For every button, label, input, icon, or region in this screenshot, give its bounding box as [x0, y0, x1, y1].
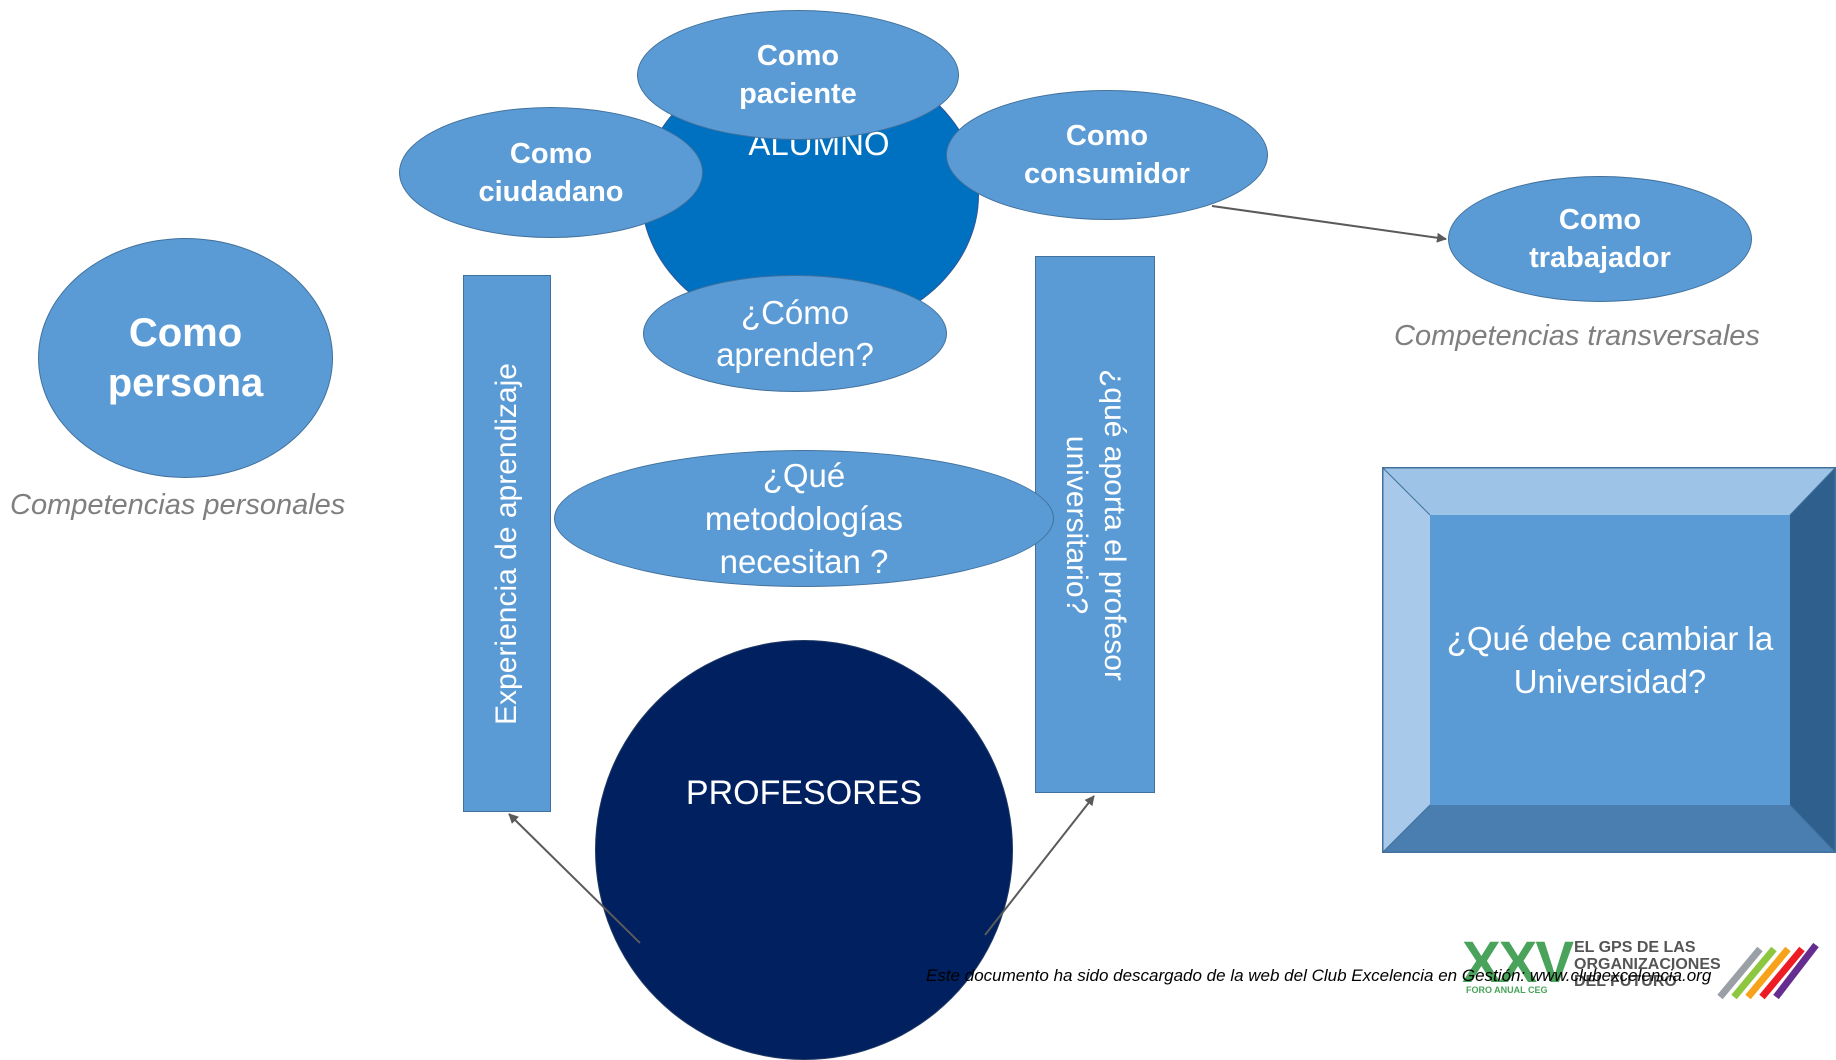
que-metodologias-label: ¿Qué metodologías necesitan ?	[704, 457, 904, 580]
oval-como-ciudadano: Como ciudadano	[399, 107, 703, 238]
oval-que-metodologias: ¿Qué metodologías necesitan ?	[554, 450, 1054, 587]
oval-como-aprenden: ¿Cómo aprenden?	[643, 275, 947, 392]
logo-sub: FORO ANUAL CEG	[1466, 985, 1548, 995]
como-ciudadano-label: Como ciudadano	[478, 137, 624, 208]
como-trabajador-label: Como trabajador	[1529, 204, 1671, 274]
profesores-circle: PROFESORES	[595, 640, 1013, 1060]
logo-numeral: XXV	[1462, 930, 1574, 995]
como-aprenden-label: ¿Cómo aprenden?	[716, 293, 874, 373]
oval-como-consumidor: Como consumidor	[946, 90, 1268, 220]
que-debe-cambiar-label: ¿Qué debe cambiar la Universidad?	[1446, 620, 1774, 700]
como-paciente-label: Como paciente	[739, 40, 857, 110]
footer-logo: XXV EL GPS DE LAS ORGANIZACIONES DEL FUT…	[1462, 930, 1832, 1001]
bevel-box-que-debe-cambiar: ¿Qué debe cambiar la Universidad?	[1382, 467, 1836, 853]
arrow-profesores-to-que-aporta	[984, 795, 1095, 936]
profesores-label: PROFESORES	[685, 773, 923, 812]
caption-competencias-transversales: Competencias transversales	[1394, 320, 1760, 352]
bevel-frame	[1382, 467, 1836, 853]
box-experiencia-aprendizaje: Experiencia de aprendizaje	[463, 275, 551, 812]
arrow-profesores-to-experiencia	[508, 813, 641, 944]
como-consumidor-label: Como consumidor	[1024, 120, 1190, 190]
arrow-consumidor-to-trabajador	[1211, 205, 1447, 243]
oval-como-paciente: Como paciente	[637, 10, 959, 140]
logo-stripes	[1717, 942, 1819, 1000]
como-persona-label: Como persona	[107, 311, 264, 405]
box-que-aporta: ¿qué aporta el profesor universitario?	[1035, 256, 1155, 793]
oval-como-trabajador: Como trabajador	[1448, 176, 1752, 302]
oval-como-persona: Como persona	[38, 238, 333, 478]
connector-arrows	[508, 205, 1447, 944]
logo-line2: ORGANIZACIONES	[1574, 956, 1721, 973]
logo-line3: DEL FUTURO	[1574, 973, 1677, 990]
que-debe-cambiar-label-wrap: ¿Qué debe cambiar la Universidad?	[1430, 515, 1790, 805]
footer-disclaimer: Este documento ha sido descargado de la …	[926, 966, 1712, 985]
caption-competencias-personales: Competencias personales	[10, 489, 346, 521]
logo-line1: EL GPS DE LAS	[1574, 939, 1696, 956]
